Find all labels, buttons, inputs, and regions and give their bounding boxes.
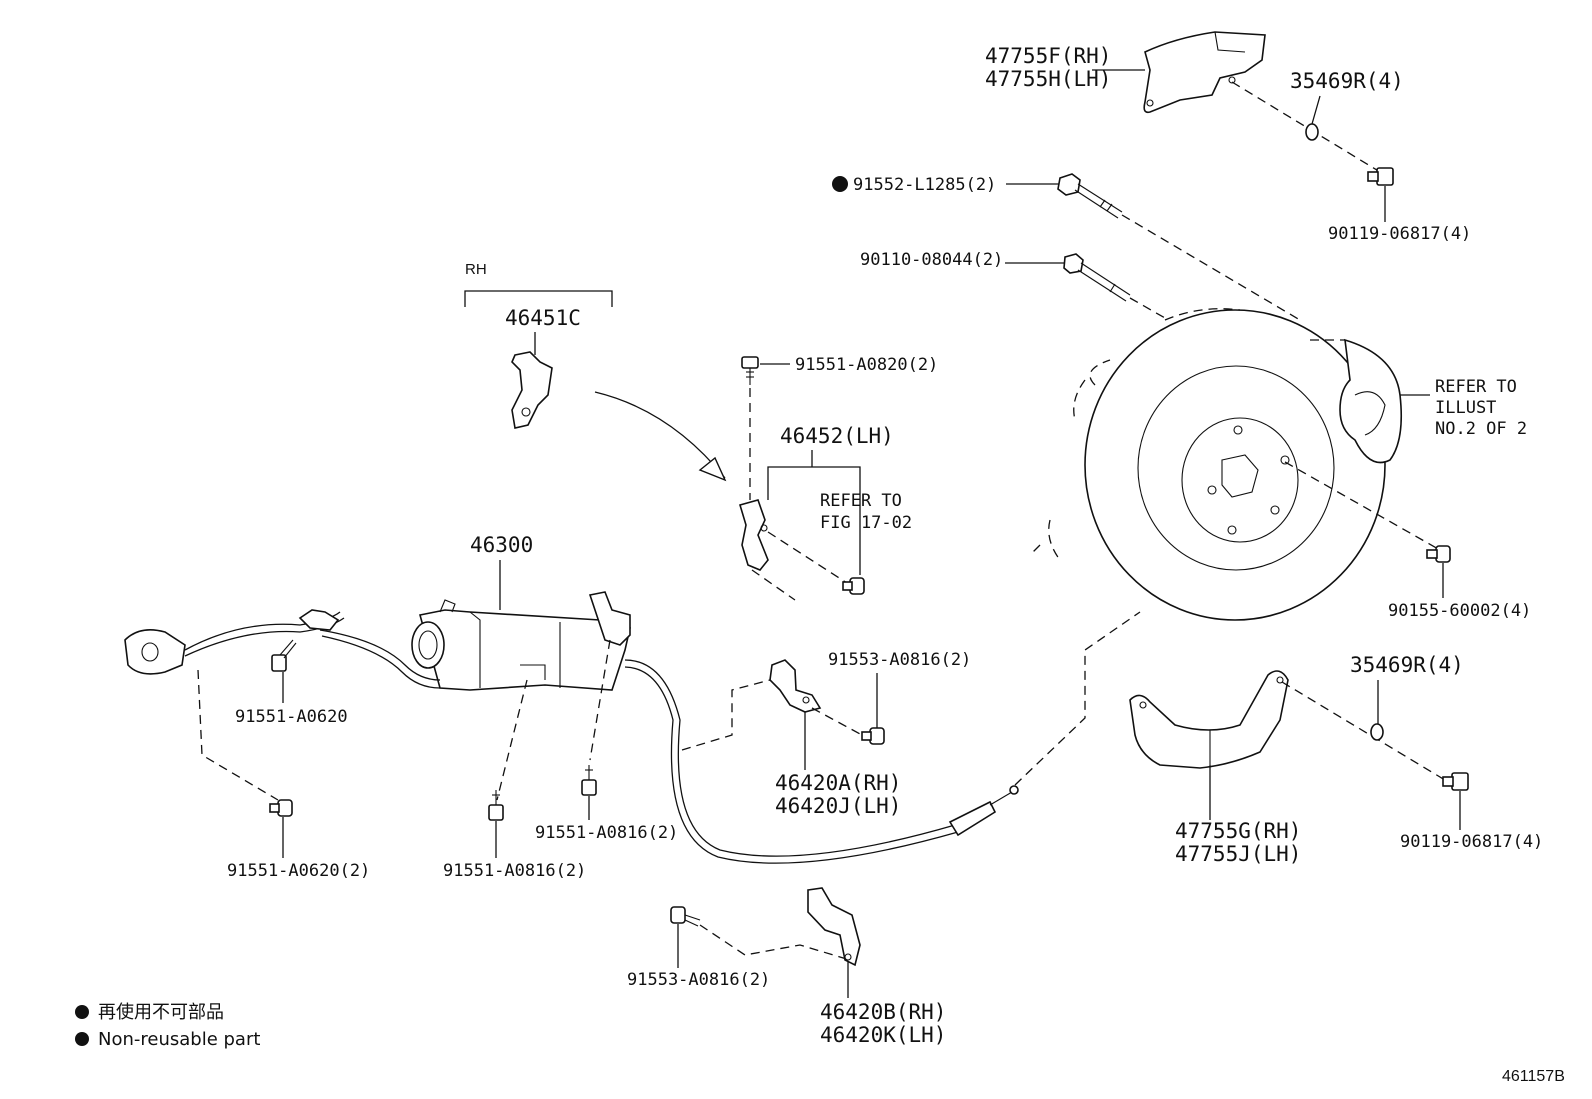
- bolt-90119-bottom[interactable]: [1442, 772, 1469, 791]
- label-rh: RH: [465, 261, 487, 278]
- label-refer-fig-line1[interactable]: REFER TO: [820, 491, 902, 511]
- label-refer-illust-line1[interactable]: REFER TO: [1435, 377, 1517, 397]
- parking-brake-cable: [624, 659, 956, 857]
- label-46420A: 46420A(RH): [775, 771, 901, 795]
- dash-cover-bolt-bottom: [1281, 681, 1446, 781]
- bracket-46420A[interactable]: [769, 659, 822, 713]
- label-91553-mid: 91553-A0816(2): [828, 650, 971, 670]
- label-refer-illust-line2[interactable]: ILLUST: [1435, 398, 1496, 418]
- dash-46452-clip: [767, 531, 851, 586]
- dash-91553-mid: [811, 707, 863, 736]
- dash-91553-bottom: [699, 924, 851, 961]
- label-91551-A0820: 91551-A0820(2): [795, 355, 938, 375]
- label-46451C: 46451C: [505, 306, 581, 330]
- brake-disc-rotor-assembly: [1029, 308, 1403, 621]
- bolt-91551-A0620-2[interactable]: [269, 799, 293, 817]
- dash-91551-A0816-right: [589, 639, 611, 761]
- label-47755F: 47755F(RH): [985, 44, 1111, 68]
- label-47755G: 47755G(RH): [1175, 819, 1301, 843]
- dash-46420A: [681, 679, 771, 751]
- non-reusable-marker-91552: [832, 176, 848, 192]
- harness-to-actuator: [319, 629, 441, 681]
- label-90155: 90155-60002(4): [1388, 601, 1531, 621]
- label-91553-bottom: 91553-A0816(2): [627, 970, 770, 990]
- rh-bracket-line: [464, 290, 613, 307]
- bolt-91551-A0620[interactable]: [271, 639, 297, 672]
- dash-91552: [1121, 214, 1301, 321]
- dash-91551-A0816-left: [496, 679, 528, 801]
- bracket-46451C[interactable]: [511, 351, 553, 429]
- bolt-91552-L1285[interactable]: [1057, 173, 1123, 219]
- dash-91551-A0620-2: [197, 669, 279, 801]
- clip-46452[interactable]: [842, 577, 865, 595]
- dust-cover-upper-47755F[interactable]: [1143, 31, 1266, 114]
- dash-cable-to-disc: [1014, 611, 1141, 786]
- bracket-46420B[interactable]: [807, 887, 861, 967]
- label-90119-bottom: 90119-06817(4): [1400, 832, 1543, 852]
- cable-end-fitting[interactable]: [948, 785, 1019, 837]
- legend-marker-en: [75, 1032, 89, 1046]
- label-46420J: 46420J(LH): [775, 794, 901, 818]
- label-refer-fig-line2[interactable]: FIG 17-02: [820, 513, 912, 533]
- label-91551-A0816-right: 91551-A0816(2): [535, 823, 678, 843]
- dust-cover-lower-47755G[interactable]: [1129, 670, 1289, 769]
- dash-90110: [1129, 297, 1166, 319]
- arrow-head: [698, 456, 727, 482]
- label-91551-A0620: 91551-A0620: [235, 707, 348, 727]
- bolt-90110-08044[interactable]: [1063, 253, 1131, 302]
- label-91551-A0620-2: 91551-A0620(2): [227, 861, 370, 881]
- leader-35469R-top: [1311, 95, 1321, 125]
- parking-brake-actuator-46300[interactable]: [411, 591, 631, 691]
- bolt-91553-A0816-bottom[interactable]: [670, 906, 701, 927]
- label-90110: 90110-08044(2): [860, 250, 1003, 270]
- bracket-line-46452: [767, 466, 861, 575]
- dash-46452-down: [751, 569, 796, 601]
- label-46420B: 46420B(RH): [820, 1000, 946, 1024]
- label-35469R-bot: 35469R(4): [1350, 653, 1464, 677]
- label-46452: 46452(LH): [780, 424, 894, 448]
- harness-bracket-end[interactable]: [124, 629, 186, 675]
- label-46300: 46300: [470, 533, 533, 557]
- bolt-91553-A0816-mid[interactable]: [861, 727, 885, 745]
- washer-35469R-bot[interactable]: [1370, 723, 1384, 741]
- parking-brake-cable-2: [624, 666, 959, 864]
- label-47755J: 47755J(LH): [1175, 842, 1301, 866]
- bracket-46452-LH[interactable]: [738, 499, 769, 571]
- label-91552: 91552-L1285(2): [853, 175, 996, 195]
- label-47755H: 47755H(LH): [985, 67, 1111, 91]
- legend-text-jp: 再使用不可部品: [98, 1002, 224, 1023]
- harness-to-actuator-2: [321, 635, 441, 689]
- label-90119-top: 90119-06817(4): [1328, 224, 1471, 244]
- legend-marker-jp: [75, 1005, 89, 1019]
- bolt-90119-top[interactable]: [1367, 167, 1394, 186]
- bolt-91551-A0816-right[interactable]: [581, 765, 597, 796]
- washer-35469R-top[interactable]: [1305, 123, 1319, 141]
- label-91551-A0816-left: 91551-A0816(2): [443, 861, 586, 881]
- label-refer-illust-line3[interactable]: NO.2 OF 2: [1435, 419, 1527, 439]
- legend-text-en: Non-reusable part: [98, 1029, 260, 1050]
- connector-clip-harness[interactable]: [298, 609, 340, 631]
- figure-code: 461157B: [1502, 1068, 1565, 1085]
- screw-90155-60002[interactable]: [1426, 545, 1451, 563]
- bolt-91551-A0816-left[interactable]: [488, 790, 504, 821]
- bolt-91551-A0820[interactable]: [741, 356, 759, 385]
- label-35469R-top: 35469R(4): [1290, 69, 1404, 93]
- label-46420K: 46420K(LH): [820, 1023, 946, 1047]
